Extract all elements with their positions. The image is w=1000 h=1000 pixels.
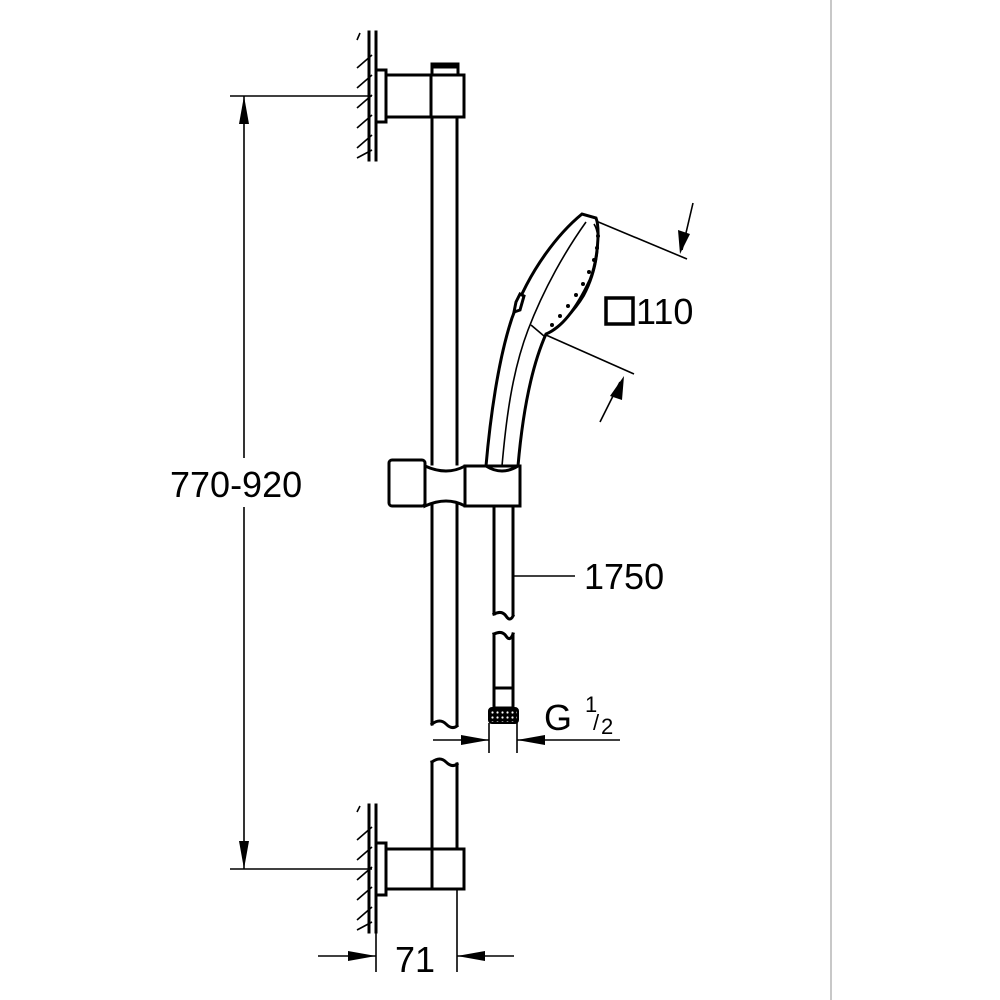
- bottom-wall-bracket: [356, 803, 466, 934]
- dimension-hose-length: 1750: [513, 556, 664, 597]
- thread-slash: /: [593, 710, 600, 735]
- hose-length-label: 1750: [584, 556, 664, 597]
- slide-rail: [429, 115, 460, 850]
- dimension-head-size: 110: [545, 202, 694, 423]
- spray-nozzles: [550, 234, 600, 327]
- thread-prefix-label: G: [544, 697, 572, 738]
- hose-nut-knurled: [488, 707, 519, 724]
- dimension-thread: G 1 / 2: [433, 692, 620, 753]
- wall-projection-label: 71: [395, 939, 435, 980]
- square-symbol-icon: [604, 296, 635, 326]
- thread-numerator: 1: [585, 692, 597, 717]
- slider-holder: [387, 458, 522, 509]
- top-wall-bracket: [356, 30, 466, 162]
- hand-shower: [483, 212, 600, 473]
- shower-hose: [488, 504, 519, 724]
- thread-denominator: 2: [601, 714, 613, 739]
- head-size-label: 110: [636, 291, 693, 332]
- dimension-rail-height: 770-920: [170, 95, 372, 870]
- dimension-wall-projection: 71: [318, 889, 514, 980]
- wall-hatching: [356, 32, 373, 159]
- wall-hatching-bottom: [356, 805, 373, 931]
- rail-height-label: 770-920: [170, 464, 302, 505]
